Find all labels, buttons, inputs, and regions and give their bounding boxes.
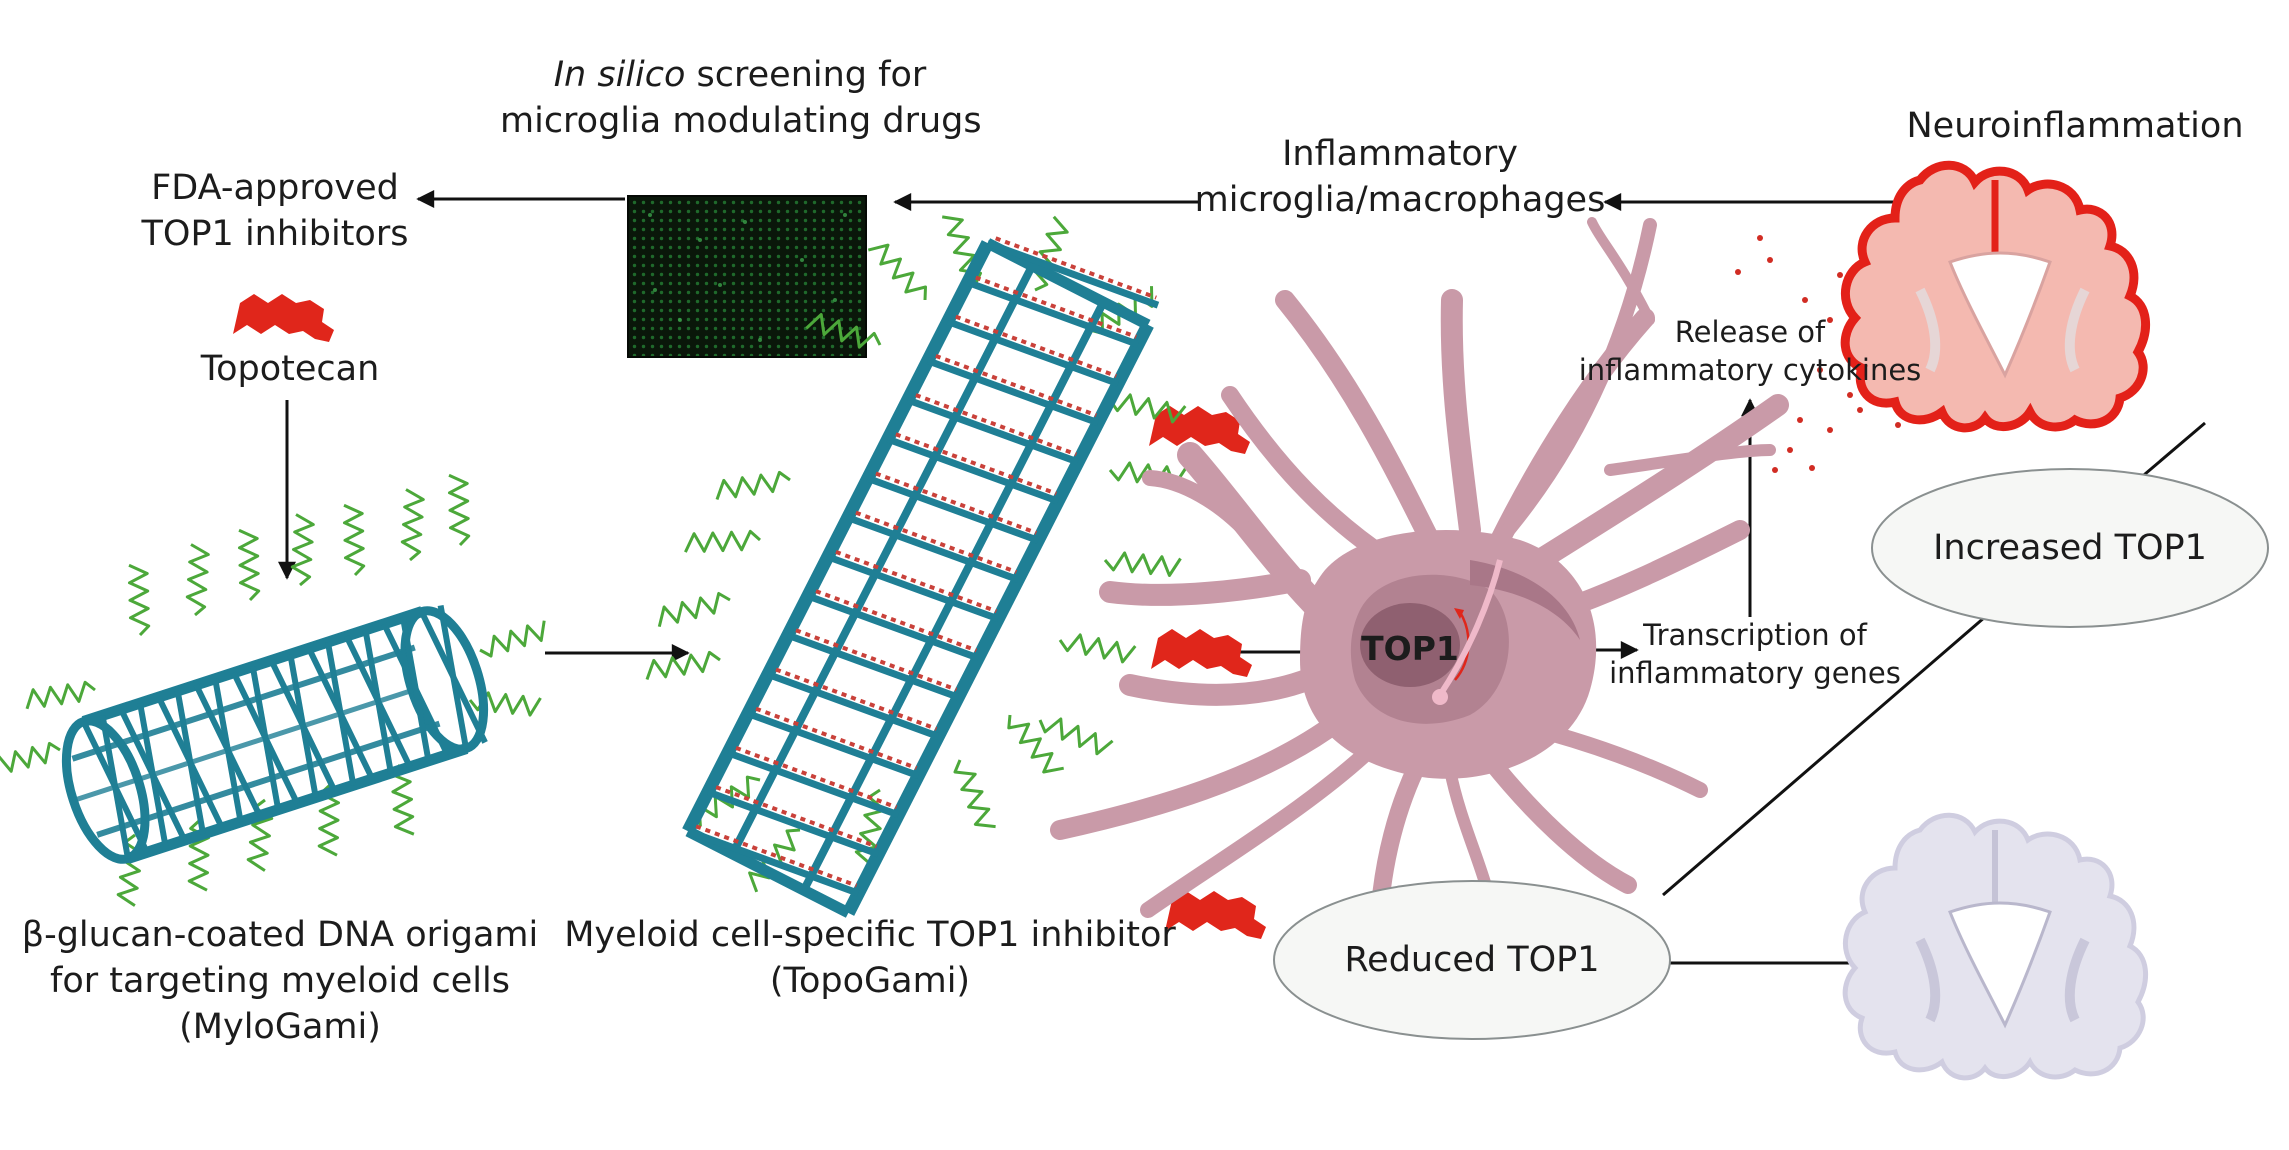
mylogami-label: β-glucan-coated DNA origami for targetin… — [10, 912, 550, 1051]
drug-molecule-icon — [1165, 891, 1266, 939]
line-cell-to-increased — [1662, 615, 1986, 897]
increased-top1-label: Increased TOP1 — [1933, 528, 2207, 568]
transcription-line2: inflammatory genes — [1609, 656, 1901, 691]
drug-molecule-icon — [1151, 629, 1252, 677]
inflammatory-line1: Inflammatory — [1282, 134, 1518, 174]
microarray-image — [627, 195, 867, 358]
screening-line2: microglia modulating drugs — [500, 101, 982, 142]
topogami-label: Myeloid cell-specific TOP1 inhibitor (To… — [560, 912, 1180, 1004]
topotecan-label: Topotecan — [200, 349, 380, 389]
fda-line1: FDA-approved — [151, 168, 399, 208]
top1-nucleus-label: TOP1 — [1361, 629, 1459, 668]
topogami-line2: (TopoGami) — [769, 961, 971, 1002]
screening-label: In silico screening for microglia modula… — [500, 52, 982, 144]
transcription-label: Transcription of inflammatory genes — [1600, 616, 1910, 693]
mylogami-dna-origami — [0, 473, 546, 907]
mylogami-line2: for targeting myeloid cells — [50, 961, 510, 1002]
line-increased-to-brain — [2137, 421, 2206, 482]
inflamed-brain-section — [1840, 160, 2151, 433]
mylogami-line3: (MyloGami) — [179, 1007, 381, 1048]
topotecan-molecule-icon — [233, 294, 334, 342]
release-line2: inflammatory cytokines — [1578, 353, 1922, 388]
fda-approved-label: FDA-approved TOP1 inhibitors — [120, 165, 430, 257]
release-cytokines-label: Release of inflammatory cytokines — [1570, 313, 1930, 390]
topogami-line1: Myeloid cell-specific TOP1 inhibitor — [564, 915, 1176, 955]
topogami-dna-origami — [645, 215, 1187, 918]
screening-line1: In silico screening for — [553, 55, 927, 95]
release-line1: Release of — [1674, 315, 1826, 349]
fda-line2: TOP1 inhibitors — [141, 214, 409, 255]
healthy-brain-section — [1842, 812, 2149, 1081]
neuroinflammation-label: Neuroinflammation — [1906, 106, 2244, 146]
mylogami-line1: β-glucan-coated DNA origami — [21, 915, 539, 955]
increased-top1-ellipse — [1871, 468, 2269, 628]
reduced-top1-label: Reduced TOP1 — [1344, 940, 1600, 980]
reduced-top1-ellipse — [1273, 880, 1671, 1040]
inflammatory-line2: microglia/macrophages — [1194, 180, 1606, 221]
transcription-line1: Transcription of — [1643, 618, 1867, 652]
inflammatory-microglia-label: Inflammatory microglia/macrophages — [1175, 131, 1625, 223]
